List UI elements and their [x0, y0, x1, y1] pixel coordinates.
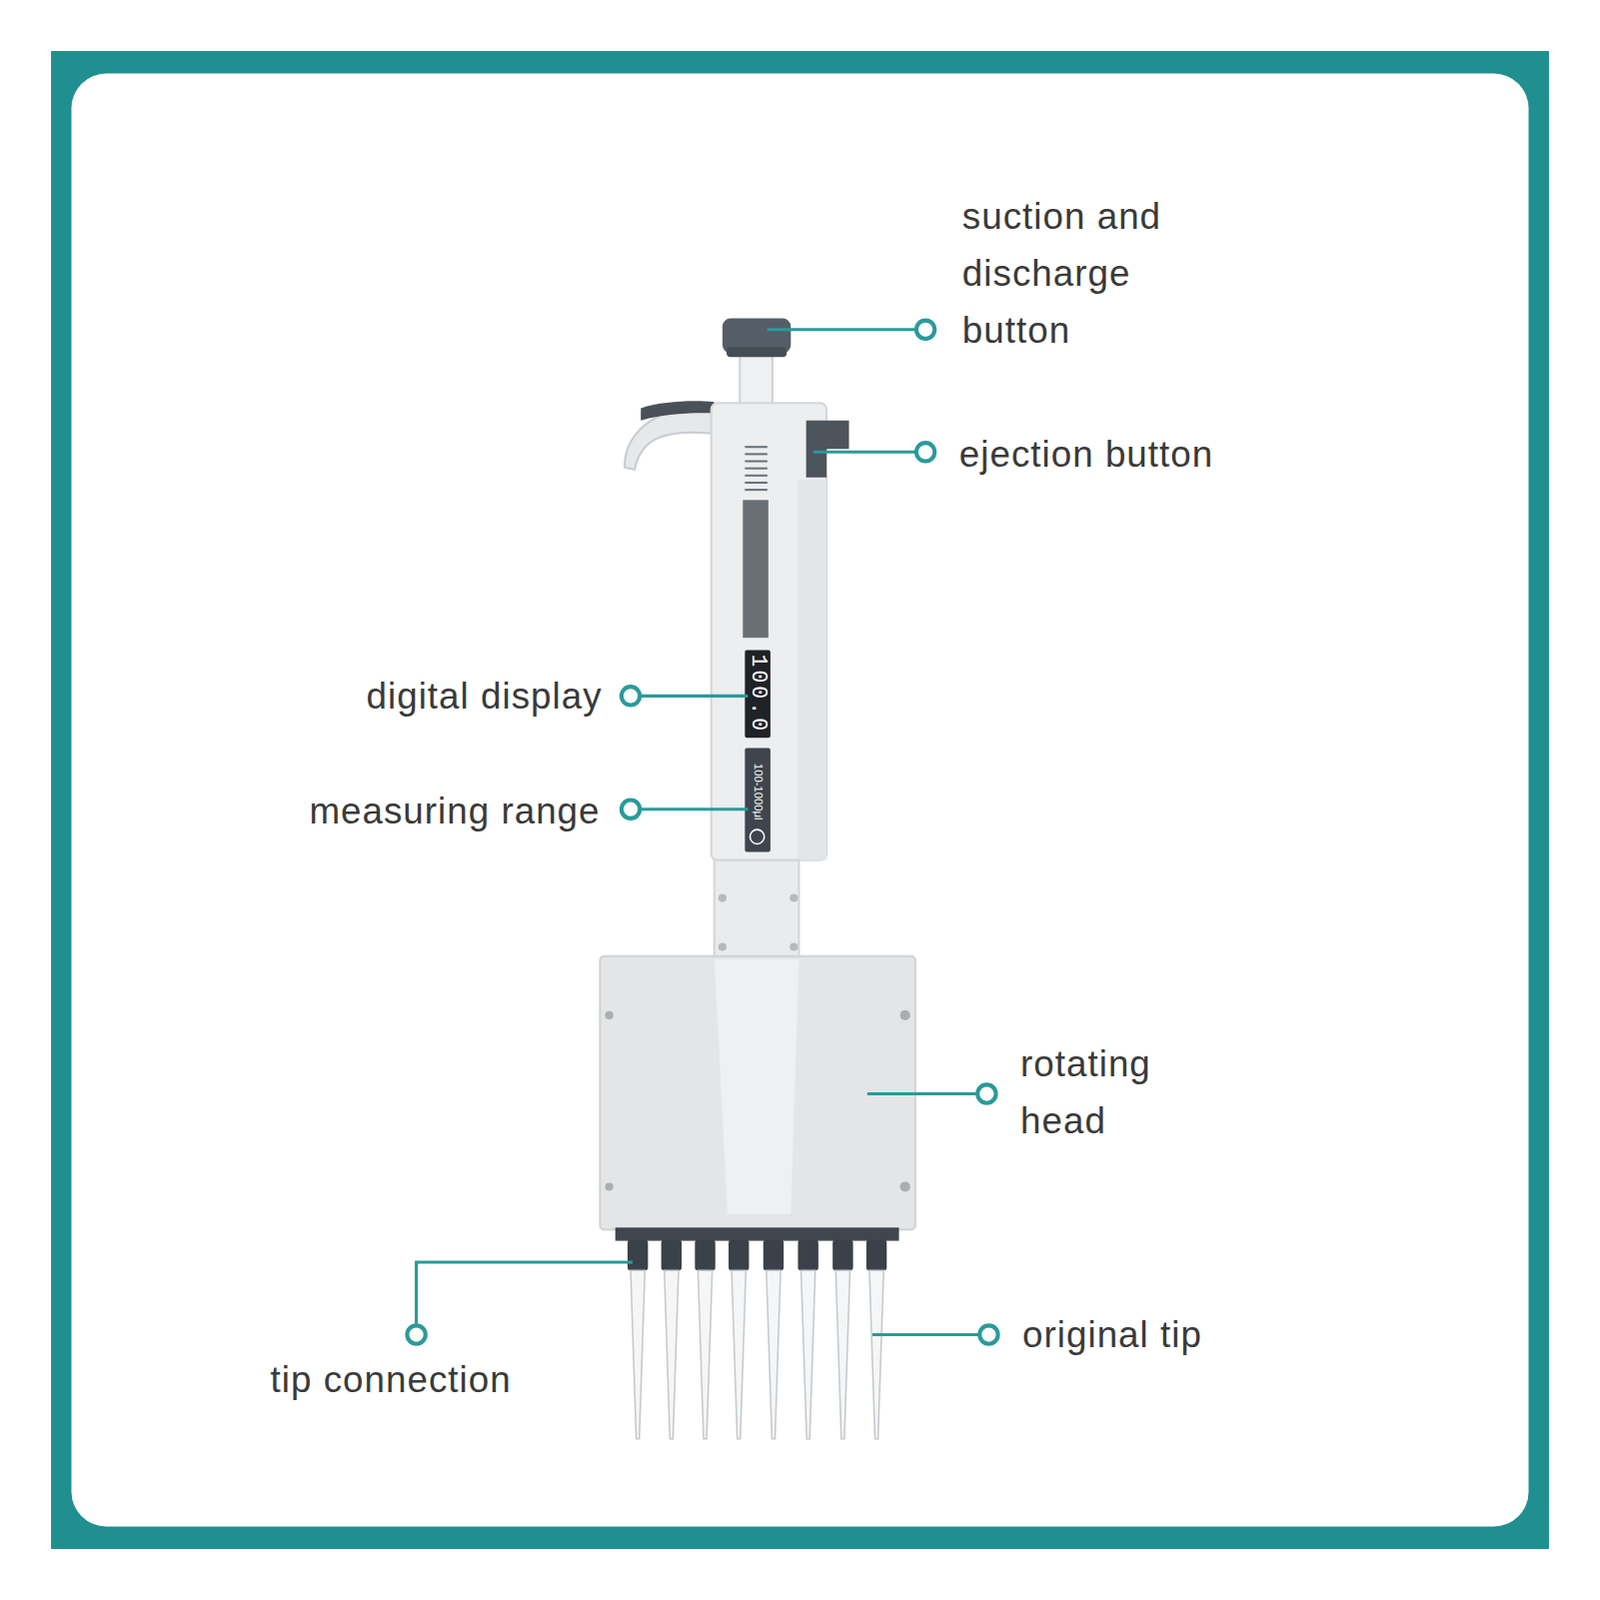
pipette-tip	[731, 1270, 746, 1439]
part-label: ejection button	[959, 425, 1214, 483]
tip-connector	[627, 1240, 648, 1272]
part-label: rotating head	[1020, 1035, 1225, 1150]
pipette-tip	[835, 1270, 850, 1439]
pipette-tip	[869, 1270, 884, 1439]
tip-connector	[832, 1240, 853, 1272]
part-label: measuring range	[308, 782, 600, 840]
pipette-tip	[801, 1270, 816, 1439]
pipette-tip	[766, 1270, 781, 1439]
part-label: suction and discharge button	[962, 187, 1218, 360]
part-label: tip connection	[270, 1351, 512, 1409]
tip-connector	[797, 1240, 818, 1272]
pipette-tip	[697, 1270, 712, 1439]
tip-connector	[694, 1240, 715, 1272]
part-label: digital display	[366, 667, 603, 725]
display-value: 100.0	[746, 653, 768, 734]
part-label: original tip	[1022, 1306, 1203, 1364]
tip-connector	[763, 1240, 784, 1272]
tip-connector	[866, 1240, 887, 1272]
pipette-tip	[630, 1270, 645, 1439]
tip-connector	[661, 1240, 682, 1272]
pipette-tip	[664, 1270, 679, 1439]
range-marking: 100-1000μl	[752, 763, 764, 820]
tip-connector	[728, 1240, 749, 1272]
